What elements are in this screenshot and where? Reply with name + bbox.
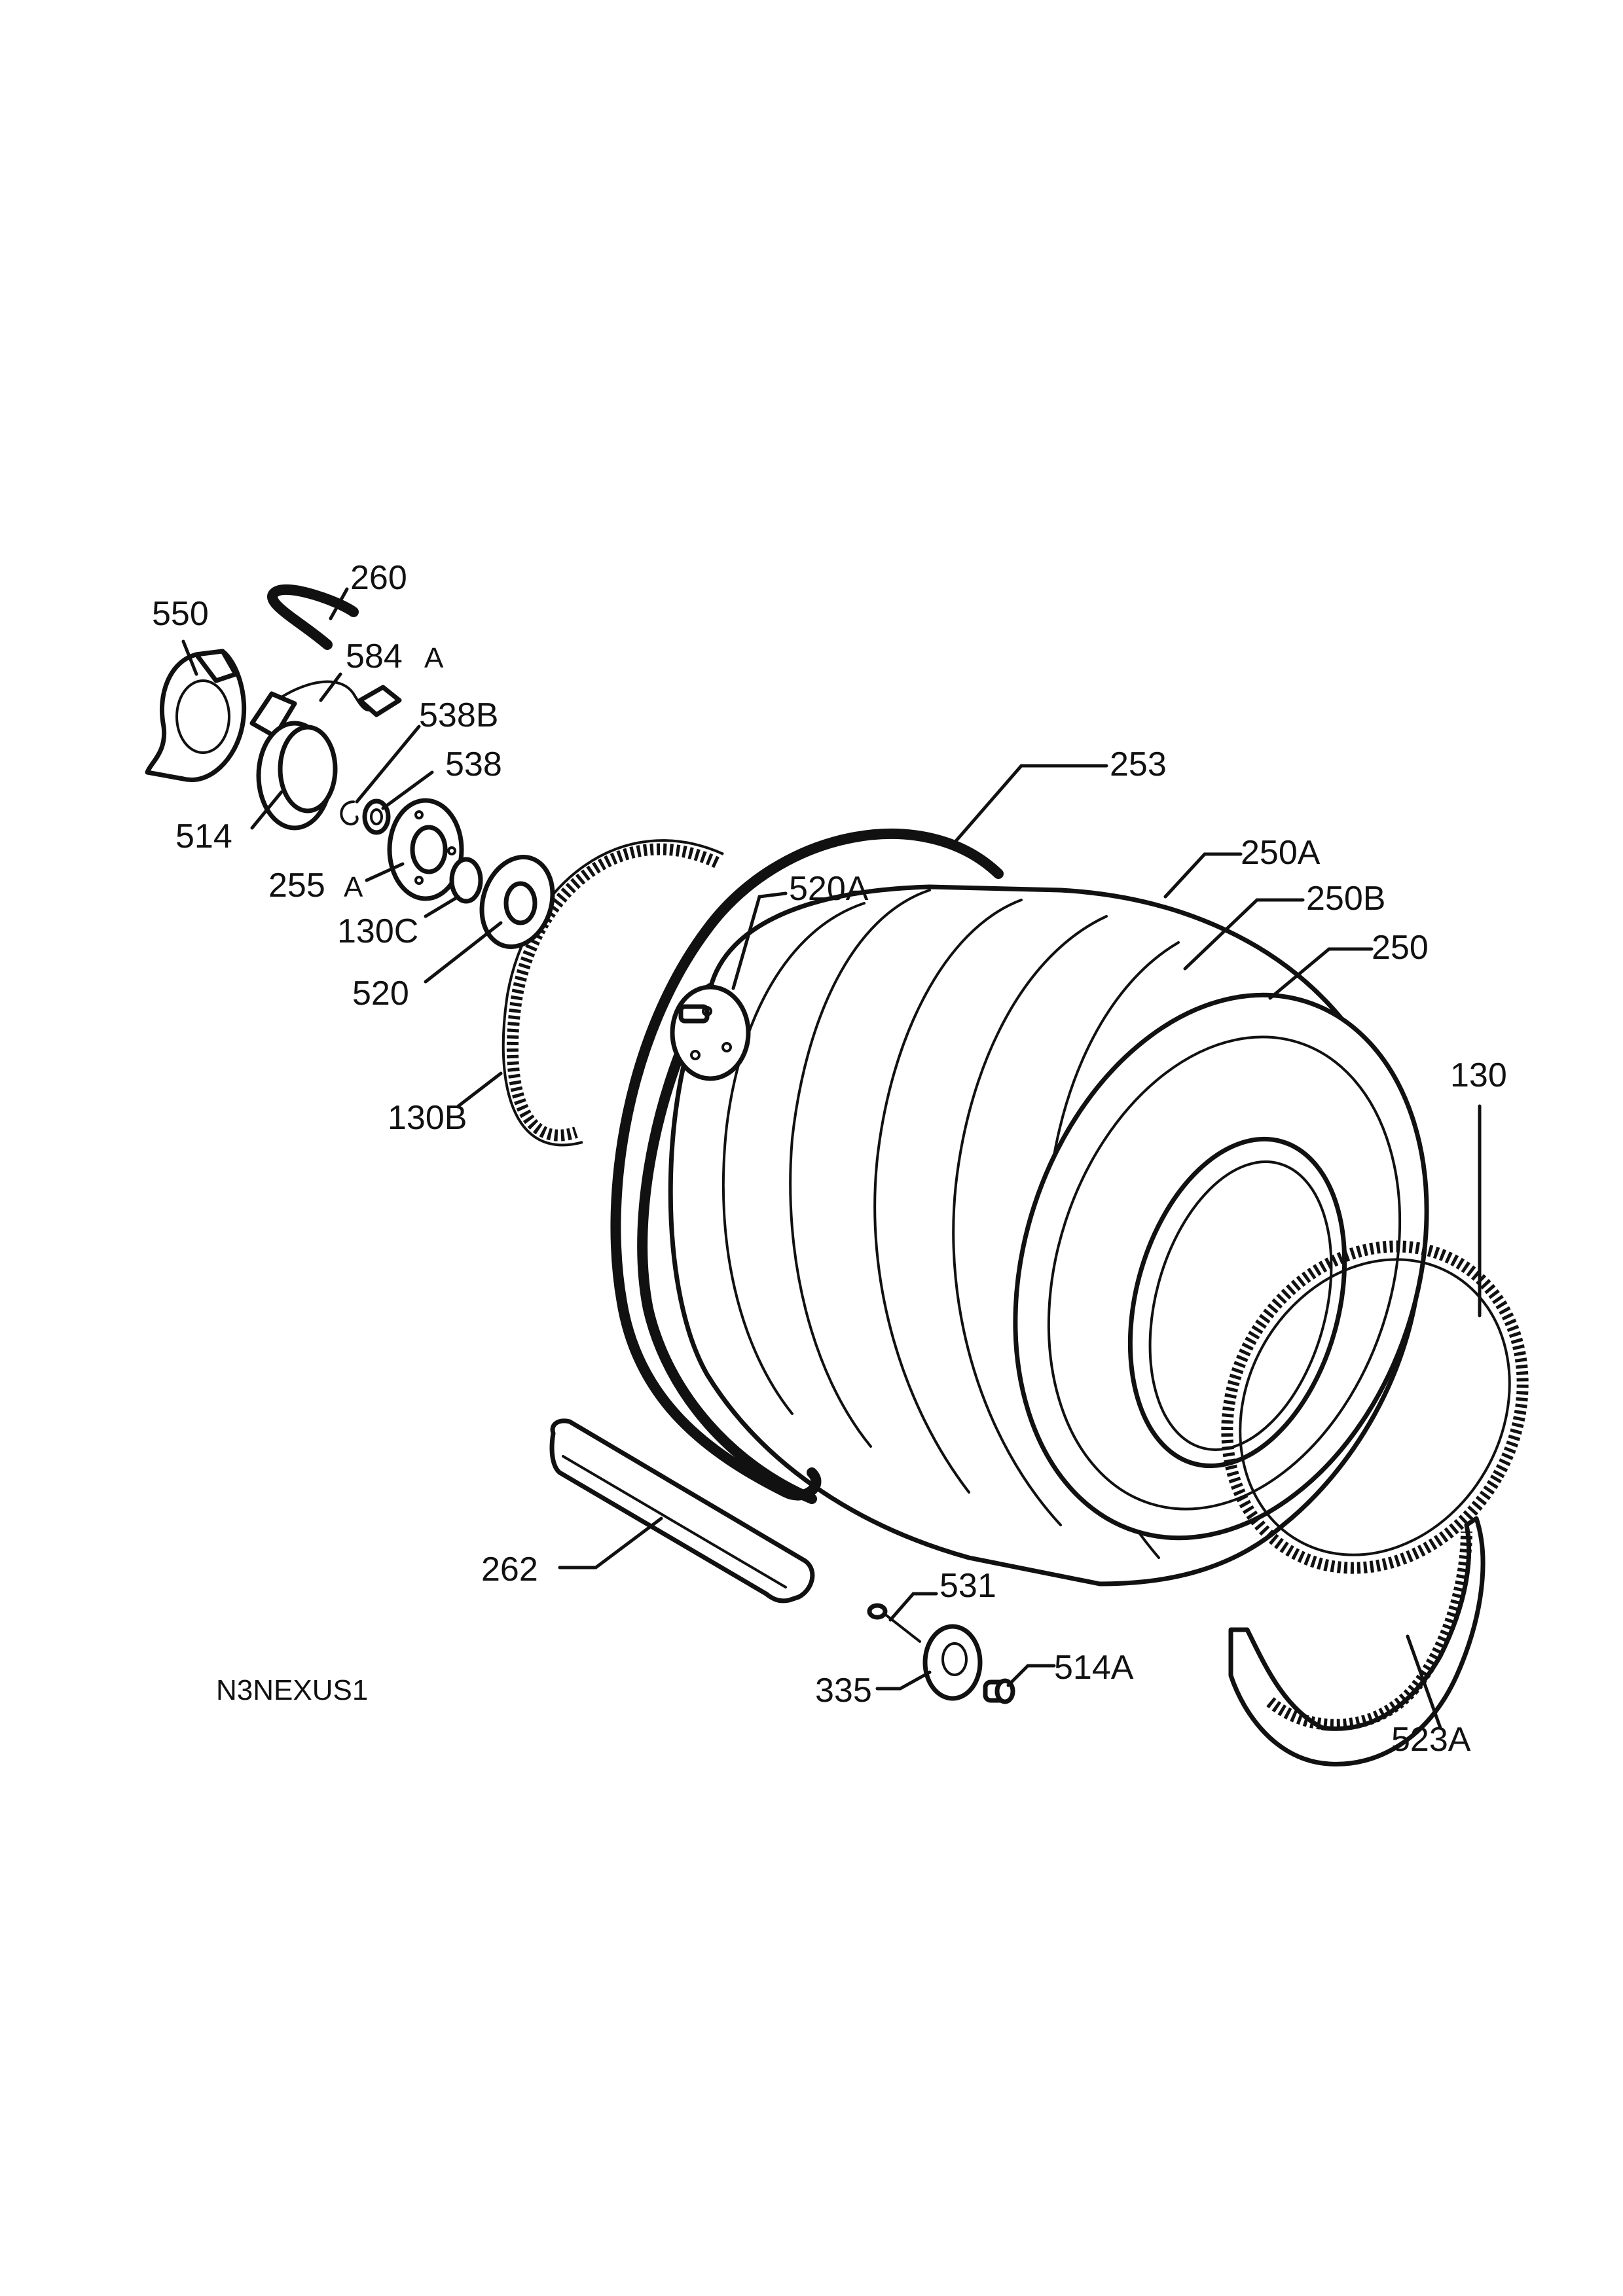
leader-130b xyxy=(456,1071,503,1108)
leader-523a xyxy=(1406,1634,1442,1730)
bearing-bracket-body xyxy=(145,649,247,782)
drum-ridge-3 xyxy=(873,899,1023,1494)
rear-bearing-plate-hub xyxy=(503,881,538,925)
front-seal-carrier-felt xyxy=(1266,1531,1472,1731)
drive-belt xyxy=(610,829,1004,1501)
front-seal-inner xyxy=(1239,1258,1511,1556)
bearing-bracket-hole xyxy=(175,679,230,754)
leader-250a xyxy=(1163,852,1243,899)
leader-514a xyxy=(1006,1664,1056,1687)
label-255a: 255 xyxy=(268,867,325,905)
diagram-code: N3NEXUS1 xyxy=(216,1674,368,1706)
sensor-plate xyxy=(357,685,402,717)
bearing-bracket-clip xyxy=(194,649,238,683)
spring-wire xyxy=(267,584,359,650)
rear-hub-hole-3 xyxy=(690,1050,701,1060)
label-130b: 130B xyxy=(388,1099,467,1137)
leader-335 xyxy=(875,1670,932,1691)
leader-130c xyxy=(424,895,460,918)
leader-lines xyxy=(181,587,1482,1730)
leader-538 xyxy=(381,770,434,810)
leader-250b xyxy=(1183,898,1305,971)
leader-520a xyxy=(731,891,788,990)
front-seal-ring xyxy=(1221,1240,1529,1574)
label-250: 250 xyxy=(1372,929,1429,967)
label-584a: 584 xyxy=(346,637,403,675)
drum-front-rim xyxy=(1047,1035,1402,1511)
leader-531 xyxy=(888,1592,938,1622)
drum-ridge-4 xyxy=(952,915,1108,1526)
label-538: 538 xyxy=(445,745,502,783)
bearing-sleeve xyxy=(256,721,338,831)
rear-seal xyxy=(501,839,724,1147)
label-514: 514 xyxy=(175,817,232,855)
drum-roller xyxy=(922,1624,983,1701)
front-seal-carrier xyxy=(1228,1516,1486,1767)
drum-opening-inner xyxy=(1148,1160,1333,1451)
label-520: 520 xyxy=(352,975,409,1013)
o-ring xyxy=(449,857,483,904)
leader-253 xyxy=(954,764,1108,843)
bearing-bracket xyxy=(145,649,247,782)
temperature-sensor xyxy=(249,680,402,739)
rear-hub-hole-1 xyxy=(702,1006,712,1016)
front-seal-carrier-body xyxy=(1228,1516,1486,1767)
drum-ridge-1 xyxy=(721,902,866,1415)
hub-housing-hole-2 xyxy=(447,846,456,855)
drum-ridge-2 xyxy=(789,889,931,1448)
bearing-inner xyxy=(370,808,383,825)
label-130: 130 xyxy=(1450,1056,1507,1094)
screw-head xyxy=(867,1603,888,1620)
hub-housing-hole-1 xyxy=(414,810,424,819)
leader-514 xyxy=(250,790,283,830)
leader-255a xyxy=(365,862,405,882)
label-260: 260 xyxy=(350,559,407,597)
label-255a-suffix: A xyxy=(344,871,363,903)
leader-250 xyxy=(1268,947,1374,1000)
drum-roller-wheel xyxy=(922,1624,983,1701)
label-250b: 250B xyxy=(1306,880,1385,918)
drum-baffle xyxy=(549,1418,815,1604)
rear-hub-plate xyxy=(670,984,751,1081)
label-584a-suffix: A xyxy=(424,642,444,674)
hub-housing xyxy=(387,798,464,901)
leader-262 xyxy=(558,1516,663,1570)
label-250a: 250A xyxy=(1241,834,1321,872)
leader-550 xyxy=(181,639,198,676)
label-520a: 520A xyxy=(789,870,869,908)
callout-labels: 260 550 584 A 538B 538 514 255 A 130C 52… xyxy=(152,559,1507,1759)
drum-baffle-edge xyxy=(562,1455,787,1588)
bearing-sleeve-front xyxy=(278,725,338,814)
label-531: 531 xyxy=(939,1567,996,1605)
rear-seal-band xyxy=(506,843,720,1141)
hub-housing-hole-3 xyxy=(414,876,424,885)
label-253: 253 xyxy=(1110,745,1167,783)
front-seal xyxy=(1221,1240,1529,1574)
rear-bearing-plate xyxy=(479,855,555,949)
drum-roller-hub xyxy=(941,1642,968,1676)
sensor-wire xyxy=(280,680,378,711)
label-335: 335 xyxy=(815,1672,872,1710)
screw-shaft xyxy=(883,1612,921,1643)
label-514a: 514A xyxy=(1054,1649,1134,1687)
label-550: 550 xyxy=(152,595,209,633)
label-130c: 130C xyxy=(337,912,418,950)
drum-assembly xyxy=(637,884,1429,1587)
sensor-connector xyxy=(249,691,297,739)
rear-seal-edge xyxy=(501,839,724,1147)
leader-584a xyxy=(319,672,342,702)
hub-housing-boss xyxy=(410,825,448,874)
leader-260 xyxy=(329,587,349,620)
screw xyxy=(867,1603,921,1643)
leader-520 xyxy=(424,921,503,984)
label-262: 262 xyxy=(481,1551,538,1588)
label-538b: 538B xyxy=(419,696,498,734)
leader-538b xyxy=(355,725,421,804)
label-523a: 523A xyxy=(1391,1721,1471,1759)
circlip xyxy=(340,800,359,826)
drum-rear-band xyxy=(637,983,817,1504)
rear-hub-hole-2 xyxy=(721,1042,732,1052)
